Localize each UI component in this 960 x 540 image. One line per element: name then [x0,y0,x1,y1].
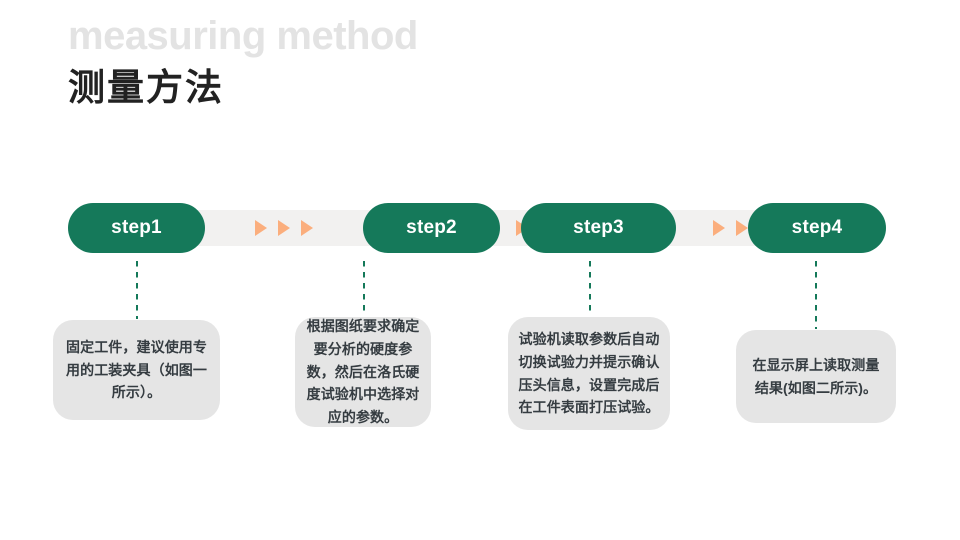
connector-line-step1 [136,261,138,319]
step-pill-step2[interactable]: step2 [363,203,500,253]
triangle-right-icon [713,220,725,236]
step-description-card-step3: 试验机读取参数后自动切换试验力并提示确认压头信息，设置完成后在工件表面打压试验。 [508,317,670,430]
step-description-card-step4: 在显示屏上读取测量结果(如图二所示)。 [736,330,896,423]
step-description-card-step2: 根据图纸要求确定要分析的硬度参数，然后在洛氏硬度试验机中选择对应的参数。 [295,317,431,427]
step-description-text: 根据图纸要求确定要分析的硬度参数，然后在洛氏硬度试验机中选择对应的参数。 [306,318,420,426]
triangle-right-icon [278,220,290,236]
triangle-right-icon [255,220,267,236]
page-title-chinese: 测量方法 [68,66,224,108]
step-pill-label: step2 [406,217,457,238]
step-description-text: 在显示屏上读取测量结果(如图二所示)。 [752,356,880,396]
connector-line-step2 [363,261,365,315]
step-description-text: 试验机读取参数后自动切换试验力并提示确认压头信息，设置完成后在工件表面打压试验。 [518,331,660,416]
triangle-right-icon [301,220,313,236]
step-pill-label: step4 [791,217,843,238]
arrow-group-1 [205,203,363,253]
page-title-english: measuring method [68,14,418,58]
step-flow: step1 step2 step3 step4 [68,203,886,253]
step-pill-label: step3 [573,217,624,238]
connector-line-step4 [815,261,817,329]
step-pill-step4[interactable]: step4 [748,203,886,253]
step-pill-step3[interactable]: step3 [521,203,676,253]
page-header: measuring method 测量方法 [68,14,418,109]
triangle-right-icon [736,220,748,236]
step-description-card-step1: 固定工件，建议使用专用的工装夹具（如图一所示）。 [53,320,220,420]
step-pill-step1[interactable]: step1 [68,203,205,253]
step-description-text: 固定工件，建议使用专用的工装夹具（如图一所示）。 [66,338,207,401]
step-pill-label: step1 [111,217,162,238]
connector-line-step3 [589,261,591,315]
